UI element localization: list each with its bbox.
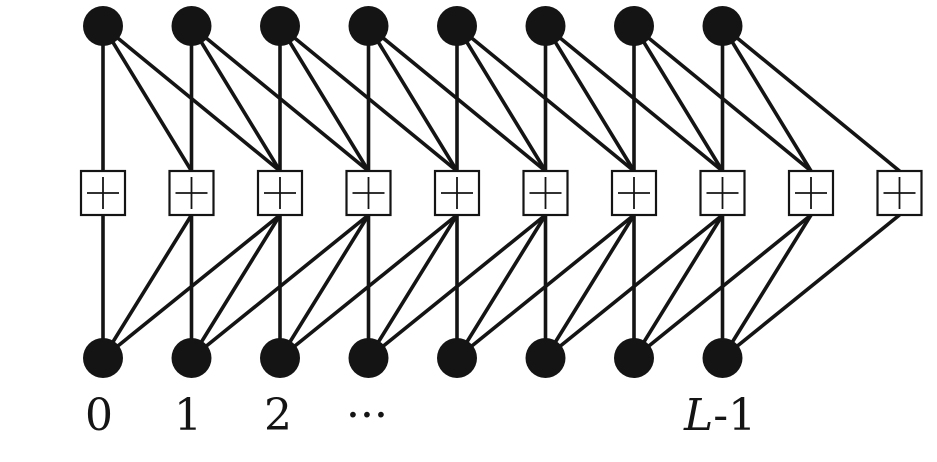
top-node-5 [525, 6, 566, 46]
plus-box-4 [433, 169, 481, 217]
label-l-suffix: -1 [713, 390, 757, 441]
label-l-minus-1: L-1 [684, 394, 756, 438]
edge-top-7-box-8 [720, 24, 813, 173]
plus-box-2 [256, 169, 304, 217]
top-node-1 [171, 6, 212, 46]
top-node-3 [348, 6, 389, 46]
bottom-node-0 [83, 338, 123, 378]
edge-bottom-5-box-6 [543, 213, 636, 360]
bottom-node-4 [437, 338, 477, 378]
bottom-nodes-group [83, 338, 743, 378]
plus-boxes-group [79, 169, 923, 217]
top-nodes-group [83, 6, 743, 46]
top-node-6 [614, 6, 654, 46]
plus-box-5 [522, 169, 569, 217]
edge-top-3-box-4 [366, 24, 459, 173]
edge-bottom-4-box-5 [455, 213, 548, 360]
top-node-4 [437, 6, 477, 46]
plus-box-8 [787, 169, 835, 217]
label-l-var: L [684, 390, 714, 441]
top-node-0 [83, 6, 123, 46]
bottom-node-3 [348, 338, 389, 378]
edge-bottom-2-box-3 [278, 213, 371, 360]
plus-box-9 [876, 169, 923, 217]
edge-top-7-box-9 [720, 24, 902, 173]
edge-top-6-box-7 [632, 24, 725, 173]
label-ellipsis: ··· [346, 390, 388, 441]
edge-top-2-box-3 [278, 24, 371, 173]
plus-box-3 [345, 169, 392, 217]
edge-bottom-0-box-1 [101, 213, 194, 360]
edge-top-1-box-2 [189, 24, 282, 173]
edge-top-4-box-5 [455, 24, 548, 173]
edge-bottom-7-box-9 [720, 213, 902, 360]
bottom-node-1 [171, 338, 212, 378]
top-node-7 [702, 6, 743, 46]
plus-box-1 [168, 169, 215, 217]
edge-bottom-3-box-4 [366, 213, 459, 360]
label-1: 1 [174, 390, 202, 441]
label-0: 0 [85, 390, 113, 441]
edge-bottom-1-box-2 [189, 213, 282, 360]
edge-top-5-box-6 [543, 24, 636, 173]
edge-bottom-7-box-8 [720, 213, 813, 360]
edge-bottom-6-box-7 [632, 213, 725, 360]
edges-group [101, 24, 902, 360]
bottom-node-6 [614, 338, 654, 378]
plus-box-0 [79, 169, 127, 217]
top-node-2 [260, 6, 300, 46]
bottom-node-5 [525, 338, 566, 378]
plus-box-6 [610, 169, 658, 217]
edge-top-0-box-1 [101, 24, 194, 173]
label-2: 2 [264, 390, 292, 441]
bottom-node-2 [260, 338, 300, 378]
bottom-node-7 [702, 338, 743, 378]
plus-box-7 [699, 169, 746, 217]
